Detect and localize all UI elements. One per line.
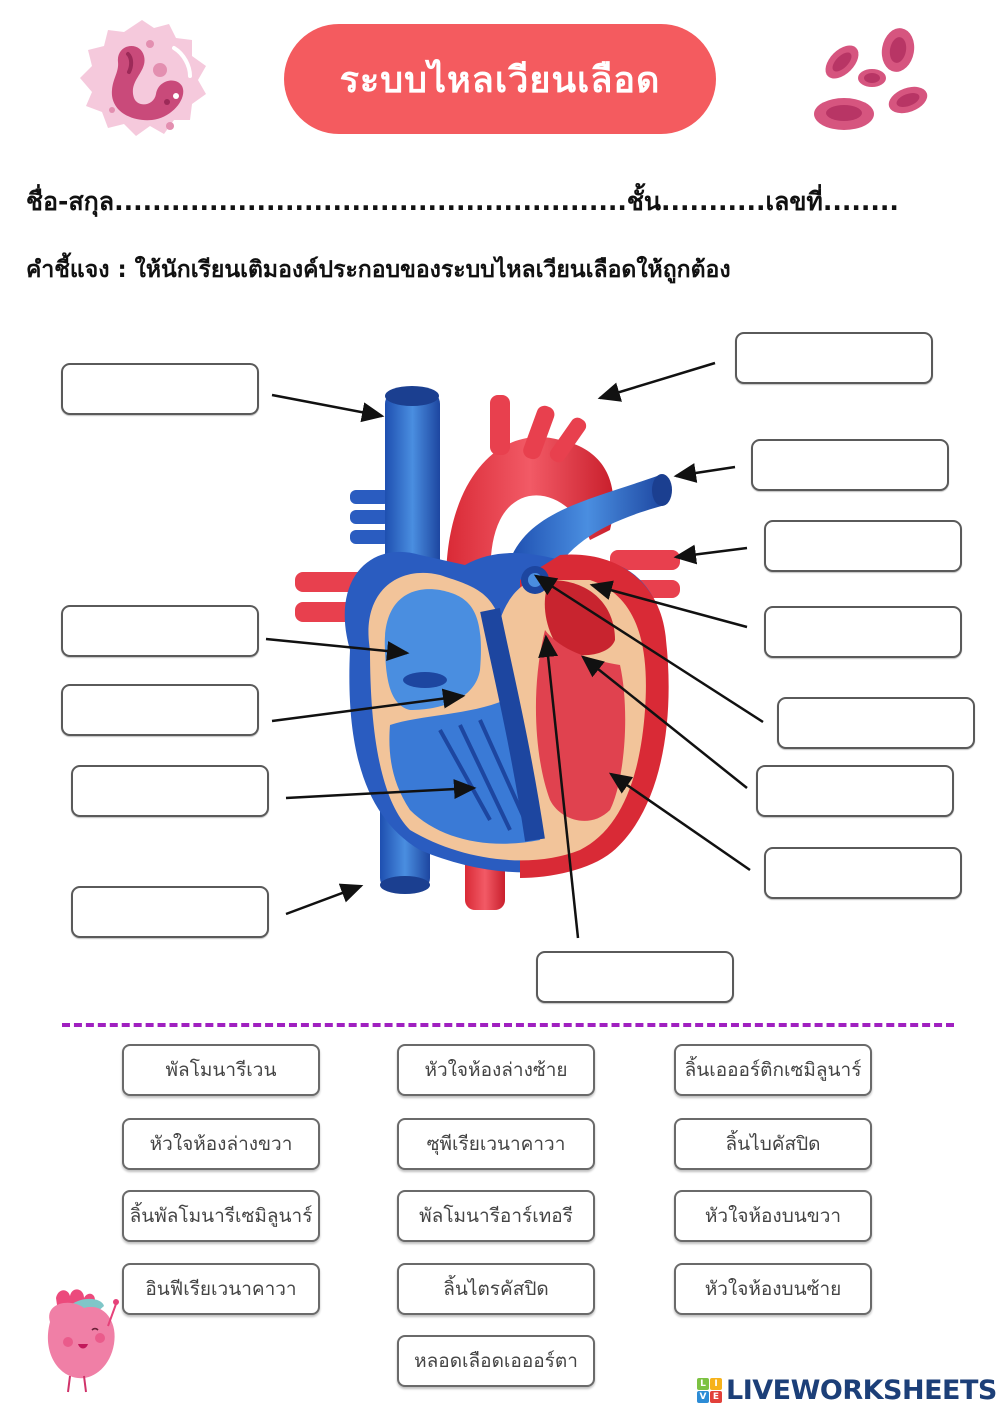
word-card[interactable]: พัลโมนารีอาร์เทอรี <box>397 1190 595 1242</box>
red-blood-cells-icon <box>808 18 938 138</box>
answer-box-8[interactable] <box>764 847 962 899</box>
liveworksheets-logo: L I V E LIVEWORKSHEETS <box>697 1375 997 1406</box>
word-card[interactable]: ลิ้นไตรคัสปิด <box>397 1263 595 1315</box>
page-title-text: ระบบไหลเวียนเลือด <box>339 59 661 101</box>
word-card[interactable]: หัวใจห้องบนซ้าย <box>674 1263 872 1315</box>
logo-letter-e: E <box>710 1391 722 1403</box>
word-card[interactable]: ซุพีเรียเวนาคาวา <box>397 1118 595 1170</box>
dashed-divider <box>62 1023 954 1027</box>
word-card[interactable]: หลอดเลือดเอออร์ตา <box>397 1335 595 1387</box>
answer-box-6[interactable] <box>777 697 975 749</box>
answer-box-3[interactable] <box>751 439 949 491</box>
answer-box-12[interactable] <box>71 765 269 817</box>
answer-box-9[interactable] <box>536 951 734 1003</box>
class-field[interactable]: ........... <box>660 187 766 216</box>
heart-anatomy-diagram <box>290 380 690 920</box>
word-card[interactable]: ลิ้นเอออร์ติกเซมิลูนาร์ <box>674 1044 872 1096</box>
instruction-text: คำชี้แจง : ให้นักเรียนเติมองค์ประกอบของร… <box>26 257 731 283</box>
name-field[interactable]: ........................................… <box>114 187 627 216</box>
word-card[interactable]: ลิ้นพัลโมนารีเซมิลูนาร์ <box>122 1190 320 1242</box>
heart-mascot-icon <box>28 1282 124 1397</box>
word-card[interactable]: ลิ้นไบคัสปิด <box>674 1118 872 1170</box>
class-label: ชั้น <box>626 187 661 216</box>
answer-box-13[interactable] <box>71 886 269 938</box>
logo-text: LIVEWORKSHEETS <box>726 1375 997 1406</box>
answer-box-1[interactable] <box>61 363 259 415</box>
page-title: ระบบไหลเวียนเลือด <box>284 24 716 134</box>
logo-live-grid-icon: L I V E <box>697 1378 722 1403</box>
number-label: เลขที่ <box>765 187 823 216</box>
answer-box-4[interactable] <box>764 520 962 572</box>
logo-letter-i: I <box>710 1378 722 1390</box>
logo-letter-v: V <box>697 1391 709 1403</box>
answer-box-2[interactable] <box>735 332 933 384</box>
student-info-line: ชื่อ-สกุล...............................… <box>26 182 976 222</box>
answer-box-11[interactable] <box>61 684 259 736</box>
word-card[interactable]: อินฟีเรียเวนาคาวา <box>122 1263 320 1315</box>
word-card[interactable]: หัวใจห้องล่างขวา <box>122 1118 320 1170</box>
number-field[interactable]: ........ <box>822 187 899 216</box>
answer-box-10[interactable] <box>61 605 259 657</box>
answer-box-7[interactable] <box>756 765 954 817</box>
label-arrows <box>265 361 764 939</box>
white-blood-cell-icon <box>72 14 212 144</box>
logo-letter-l: L <box>697 1378 709 1390</box>
word-card[interactable]: พัลโมนารีเวน <box>122 1044 320 1096</box>
name-label: ชื่อ-สกุล <box>26 187 115 216</box>
word-card[interactable]: หัวใจห้องล่างซ้าย <box>397 1044 595 1096</box>
answer-box-5[interactable] <box>764 606 962 658</box>
word-card[interactable]: หัวใจห้องบนขวา <box>674 1190 872 1242</box>
